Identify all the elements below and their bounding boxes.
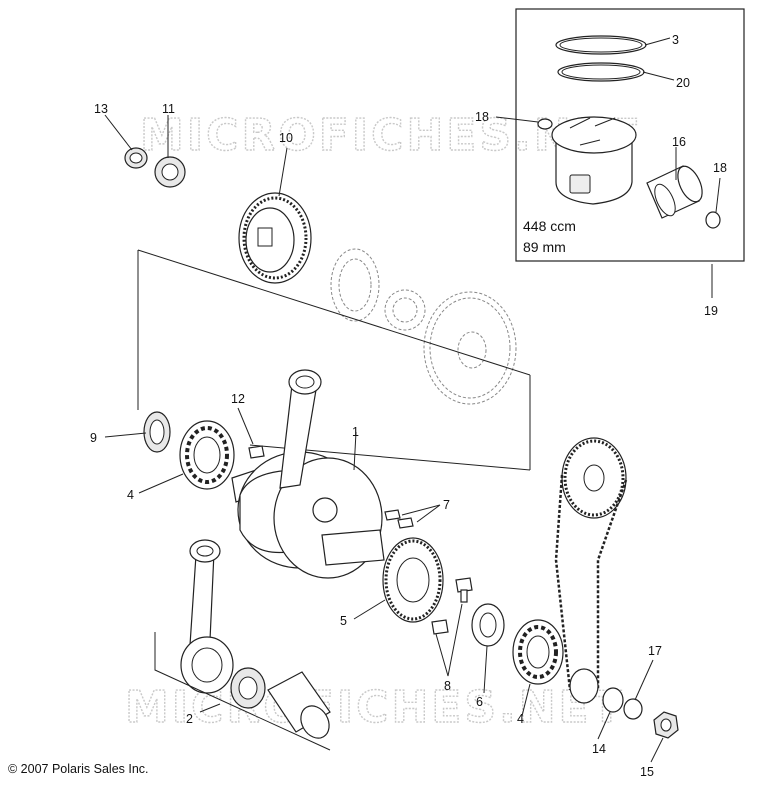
piston-ring-3	[555, 35, 647, 55]
connecting-rod-lower	[180, 539, 234, 694]
woodruff-key-7b	[397, 517, 414, 529]
callout-5: 5	[340, 614, 347, 628]
balance-gear-5	[382, 537, 444, 623]
piston-pin-clip-18a	[537, 118, 553, 130]
callout-10: 10	[279, 131, 293, 145]
callout-13: 13	[94, 102, 108, 116]
assembly-frame-lines	[137, 249, 531, 471]
piston-kit-bore: 89 mm	[523, 239, 566, 255]
ghost-bearing-cage	[330, 248, 380, 322]
piston	[551, 116, 637, 205]
washer-6	[471, 603, 505, 647]
callout-6: 6	[476, 695, 483, 709]
connecting-rod-upper	[279, 369, 322, 489]
callout-17: 16	[672, 135, 686, 149]
nut-15	[653, 711, 679, 739]
bolt-8b	[431, 619, 449, 635]
piston-kit-box	[515, 8, 745, 262]
main-bearing-4b	[512, 619, 564, 685]
rod-needle-bearing	[230, 667, 266, 709]
ghost-needle-bearing	[384, 289, 426, 331]
piston-ring-20	[557, 62, 645, 82]
crankshaft	[231, 451, 385, 579]
crank-pin	[267, 671, 331, 739]
callout-11: 11	[162, 102, 175, 116]
callout-4b: 4	[517, 712, 524, 726]
callout-16: 17	[648, 644, 662, 658]
copyright-notice: © 2007 Polaris Sales Inc.	[8, 762, 149, 776]
callout-15: 15	[640, 765, 654, 779]
callout-12: 12	[231, 392, 245, 406]
callout-18a: 18	[475, 110, 489, 124]
timing-chain-assembly	[554, 437, 628, 704]
callout-4a: 4	[127, 488, 134, 502]
piston-pin	[646, 165, 703, 219]
callout-2: 2	[186, 712, 193, 726]
woodruff-key-12	[248, 445, 265, 459]
seal-13	[124, 147, 148, 169]
callout-19: 19	[704, 304, 718, 318]
main-bearing-4a	[179, 420, 235, 490]
callout-14: 14	[592, 742, 606, 756]
washer-16	[623, 698, 643, 720]
bearing-11	[154, 156, 186, 188]
bracket-2	[154, 632, 331, 751]
callout-1: 1	[352, 425, 359, 439]
callout-8: 8	[444, 679, 451, 693]
drive-sprocket-10	[238, 192, 312, 284]
callout-7: 7	[443, 498, 450, 512]
ghost-driven-gear	[423, 291, 517, 405]
piston-pin-clip-18b	[705, 211, 721, 229]
callout-9: 9	[90, 431, 97, 445]
piston-kit-displacement: 448 ccm	[523, 218, 576, 234]
woodruff-key-7a	[384, 509, 401, 521]
bolt-8a	[455, 577, 473, 603]
callout-18b: 18	[713, 161, 727, 175]
leader-lines	[104, 37, 721, 763]
callout-3: 3	[672, 33, 679, 47]
retaining-clip-14	[602, 687, 624, 713]
seal-9	[143, 411, 171, 453]
callout-20: 20	[676, 76, 690, 90]
